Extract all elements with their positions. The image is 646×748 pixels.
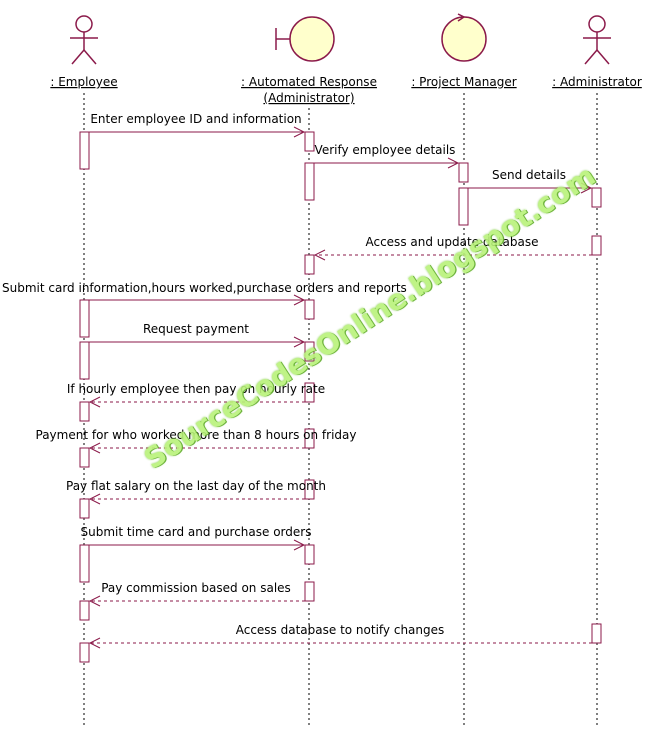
message-10: Pay commission based on sales: [88, 581, 305, 607]
message-9: Submit time card and purchase orders: [81, 525, 312, 551]
message-6: If hourly employee then pay on hourly ra…: [67, 382, 325, 408]
message-label: Pay commission based on sales: [101, 581, 291, 595]
lifeline-label-administrator: : Administrator: [552, 75, 642, 89]
message-1: Verify employee details: [314, 143, 460, 169]
message-label: Send details: [492, 168, 566, 182]
lifeline-label-project-manager: : Project Manager: [411, 75, 516, 89]
message-5: Request payment: [89, 322, 306, 348]
message-label: Verify employee details: [315, 143, 456, 157]
message-label: Payment for who worked more than 8 hours…: [36, 428, 357, 442]
actor-icon-administrator: [583, 15, 611, 65]
boundary-icon-automated-response: [275, 16, 335, 62]
message-4: Submit card information,hours worked,pur…: [2, 281, 407, 306]
control-icon-project-manager: [441, 13, 487, 62]
activation-bars: [79, 131, 602, 663]
messages-layer: Enter employee ID and information Verify…: [2, 112, 593, 649]
message-label: Pay flat salary on the last day of the m…: [66, 479, 326, 493]
message-label: Access and update database: [365, 235, 538, 249]
message-11: Access database to notify changes: [88, 623, 592, 649]
message-8: Pay flat salary on the last day of the m…: [66, 479, 326, 505]
message-7: Payment for who worked more than 8 hours…: [36, 428, 357, 454]
lifeline-label-employee: : Employee: [50, 75, 117, 89]
message-3: Access and update database: [313, 235, 592, 261]
lifeline-sublabel-automated-response: (Administrator): [263, 91, 354, 105]
message-0: Enter employee ID and information: [89, 112, 306, 138]
message-label: Access database to notify changes: [236, 623, 445, 637]
message-label: Request payment: [143, 322, 249, 336]
lifeline-label-automated-response: : Automated Response: [241, 75, 377, 89]
message-label: If hourly employee then pay on hourly ra…: [67, 382, 325, 396]
message-label: Submit time card and purchase orders: [81, 525, 312, 539]
actor-icon-employee: [70, 15, 98, 65]
message-label: Enter employee ID and information: [90, 112, 301, 126]
message-2: Send details: [468, 168, 593, 194]
message-label: Submit card information,hours worked,pur…: [2, 281, 407, 295]
